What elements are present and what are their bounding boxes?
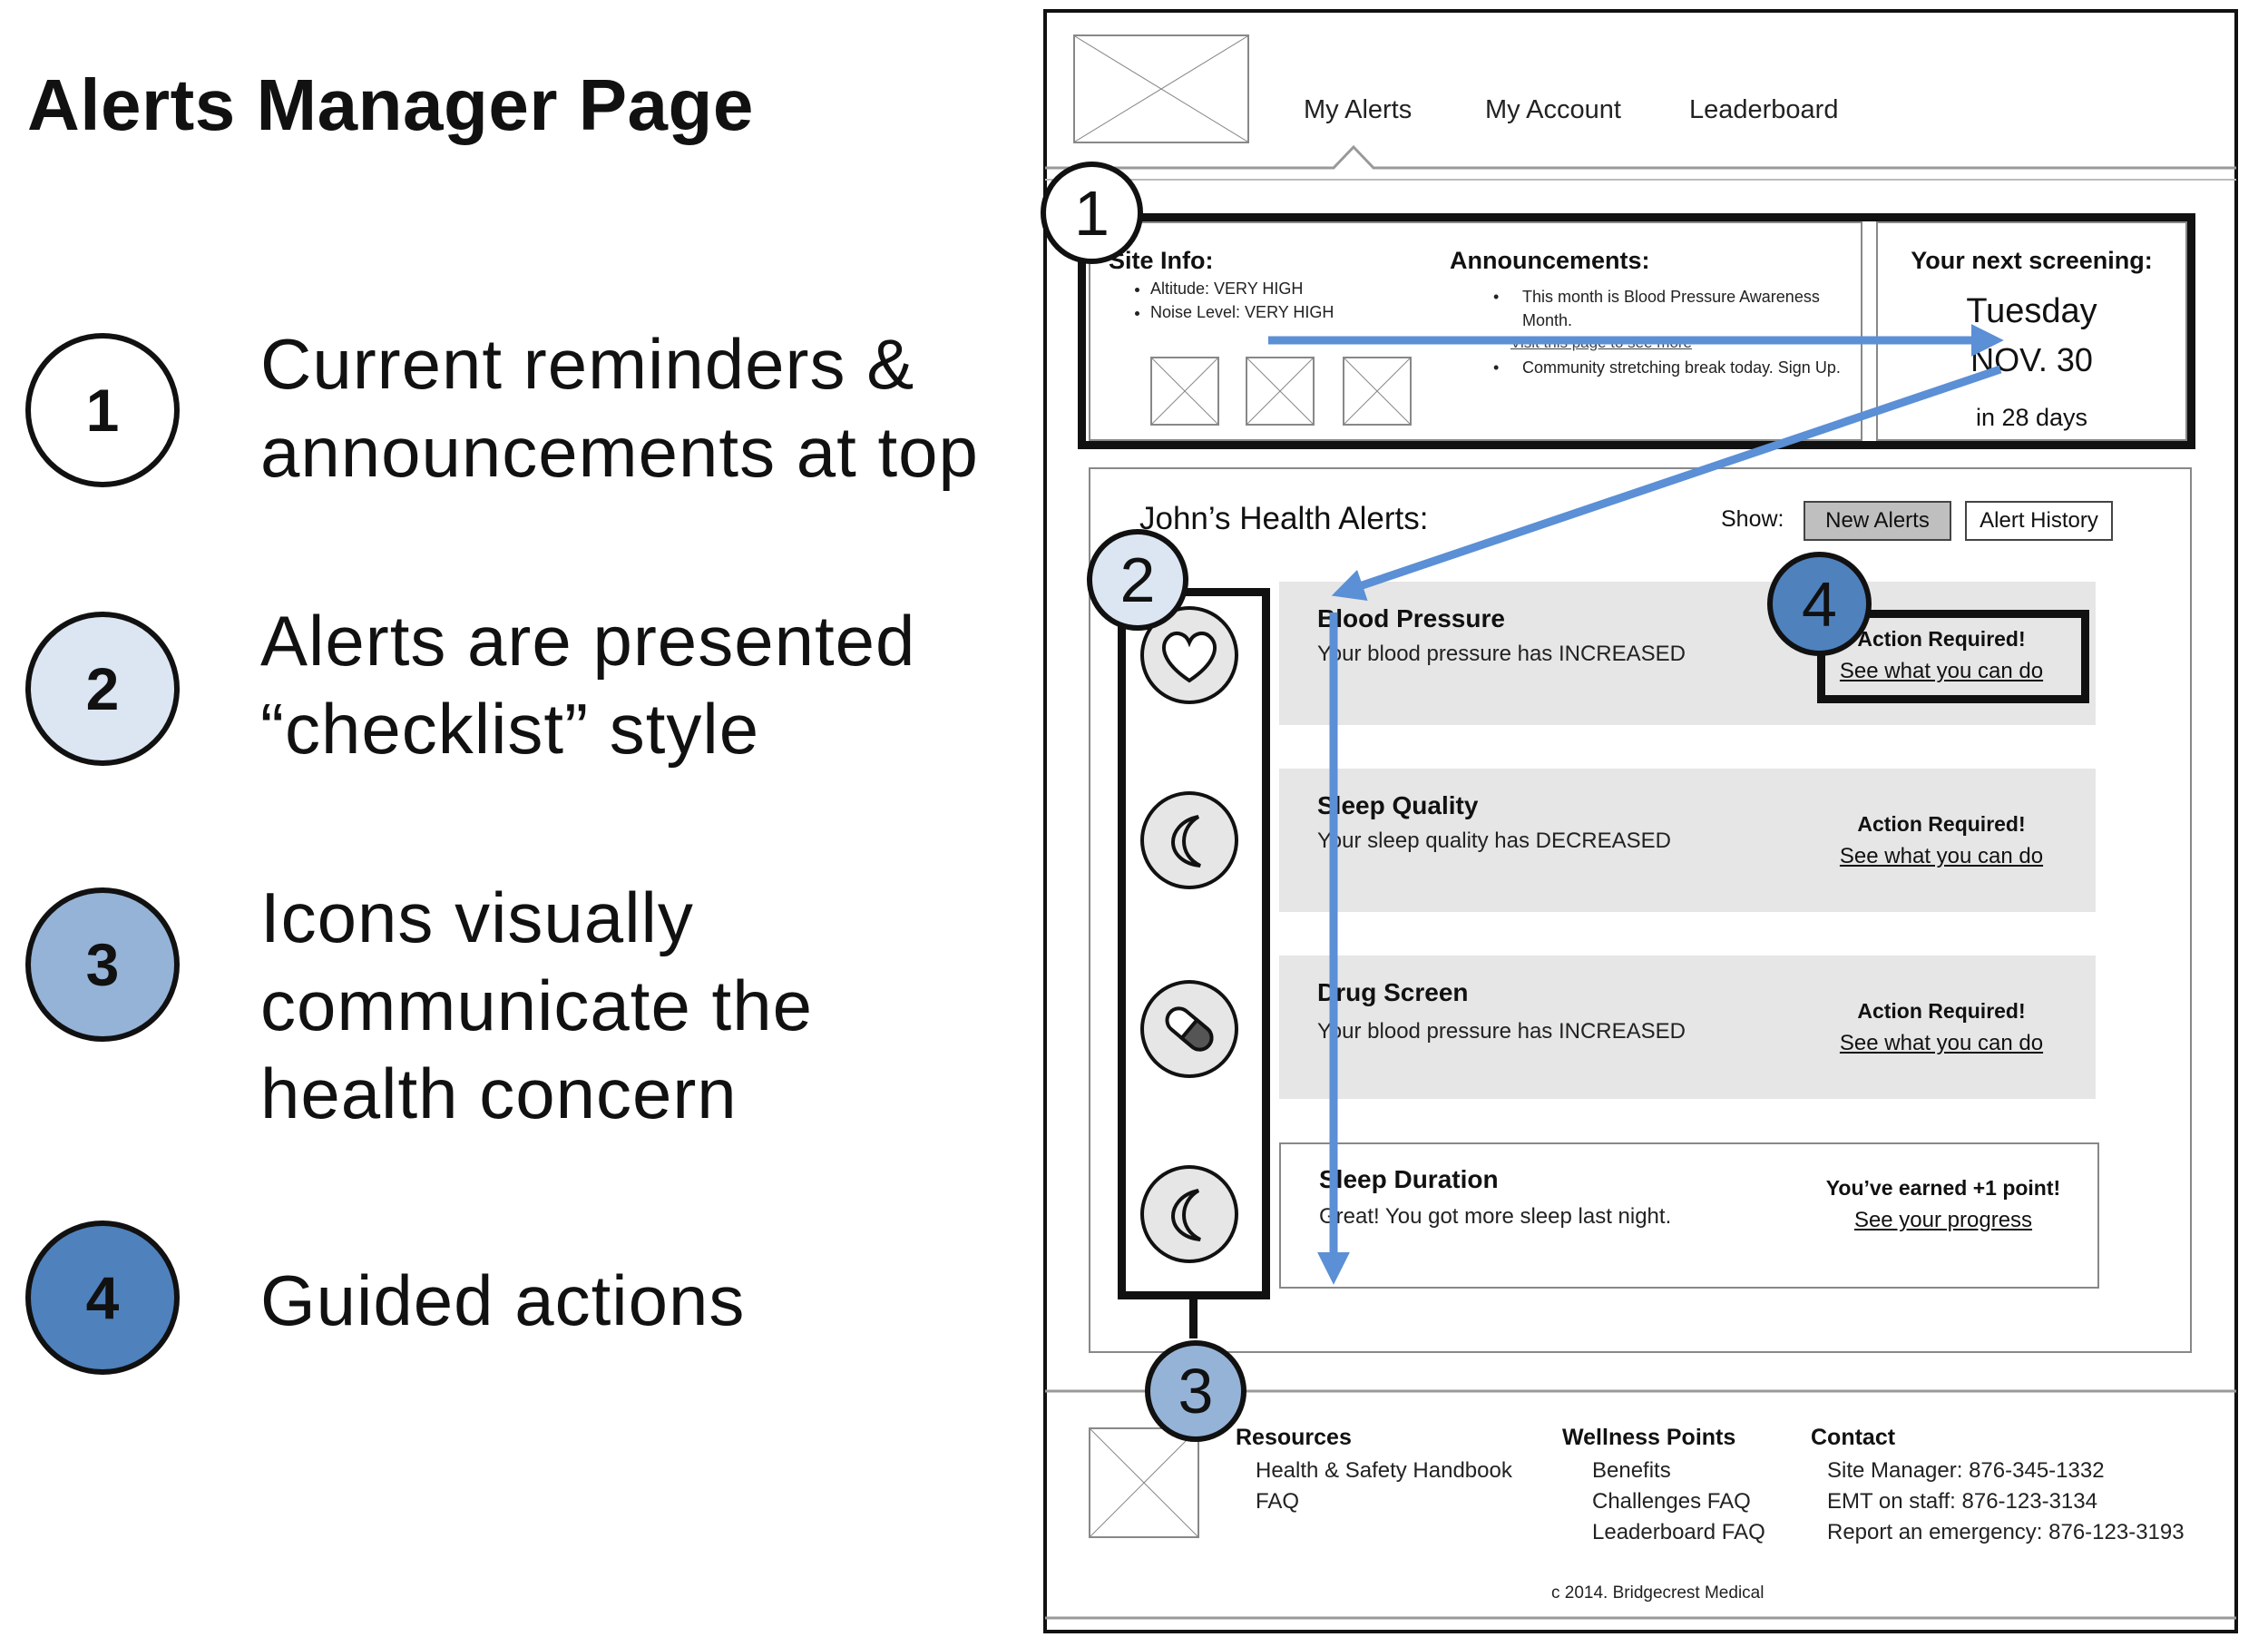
icon-column-connector <box>1189 1298 1198 1338</box>
action-required-label: Action Required! <box>1857 999 2026 1023</box>
legend-text-1: Current reminders &announcements at top <box>260 324 979 492</box>
announcement-link[interactable]: Visit this page to see more <box>1510 334 1693 351</box>
annotation-badge-4: 4 <box>1767 552 1872 656</box>
pill-icon <box>1140 980 1238 1078</box>
screening-inner-box <box>1876 221 2187 441</box>
screening-heading: Your next screening: <box>1911 247 2153 274</box>
announcement-bullet: • <box>1493 358 1500 377</box>
alert-card[interactable]: Drug Screen Your blood pressure has INCR… <box>1279 956 2096 1099</box>
image-placeholder <box>1343 357 1412 426</box>
nav-my-account[interactable]: My Account <box>1485 95 1621 124</box>
alert-title: Sleep Quality <box>1317 791 1479 819</box>
see-your-progress-link[interactable]: See your progress <box>1853 1208 2033 1232</box>
footer-contact-item: EMT on staff: 876-123-3134 <box>1827 1489 2097 1514</box>
alert-description: Great! You got more sleep last night. <box>1319 1204 1672 1229</box>
footer-link[interactable]: Challenges FAQ <box>1592 1489 1751 1514</box>
site-info-item: Altitude: VERY HIGH <box>1150 277 1334 300</box>
action-required-label: Action Required! <box>1857 627 2026 651</box>
points-earned-label: You’ve earned +1 point! <box>1825 1176 2061 1200</box>
alert-card[interactable]: Blood Pressure Your blood pressure has I… <box>1279 582 2096 725</box>
see-what-you-can-do-link[interactable]: See what you can do <box>1839 659 2044 683</box>
see-what-you-can-do-link[interactable]: See what you can do <box>1839 844 2044 868</box>
image-placeholder <box>1150 357 1219 426</box>
icon-column <box>1118 588 1270 1299</box>
footer-logo-placeholder <box>1089 1427 1199 1538</box>
alerts-title: John’s Health Alerts: <box>1139 501 1429 536</box>
legend-text-2: Alerts are presented“checklist” style <box>260 601 916 769</box>
screening-countdown: in 28 days <box>1975 404 2088 431</box>
moon-icon <box>1140 791 1238 889</box>
footer-link[interactable]: FAQ <box>1256 1489 1300 1514</box>
show-label: Show: <box>1721 506 1784 532</box>
announcement-bullet: • <box>1493 288 1500 306</box>
screening-day: Tuesday <box>1966 292 2097 330</box>
action-required-label: Action Required! <box>1857 812 2026 836</box>
alert-title: Drug Screen <box>1317 978 1469 1006</box>
footer-wellness-heading: Wellness Points <box>1562 1425 1736 1450</box>
annotation-badge-3: 3 <box>1145 1340 1246 1442</box>
alert-title: Sleep Duration <box>1319 1165 1499 1193</box>
alert-title: Blood Pressure <box>1317 604 1505 632</box>
alert-description: Your sleep quality has DECREASED <box>1317 828 1671 853</box>
site-info-list: Altitude: VERY HIGH Noise Level: VERY HI… <box>1109 277 1334 324</box>
alert-card[interactable]: Sleep Duration Great! You got more sleep… <box>1279 1142 2099 1289</box>
legend-badge-3: 3 <box>25 887 180 1042</box>
alert-description: Your blood pressure has INCREASED <box>1317 1019 1686 1044</box>
alert-history-button[interactable]: Alert History <box>1965 501 2113 541</box>
see-what-you-can-do-link[interactable]: See what you can do <box>1839 1031 2044 1055</box>
nav-my-alerts[interactable]: My Alerts <box>1304 95 1413 124</box>
footer-contact-item: Site Manager: 876-345-1332 <box>1827 1458 2105 1483</box>
image-placeholder <box>1246 357 1315 426</box>
nav-divider <box>1045 144 2236 181</box>
annotation-badge-2: 2 <box>1087 529 1188 631</box>
new-alerts-button[interactable]: New Alerts <box>1804 501 1951 541</box>
announcements-heading: Announcements: <box>1450 247 1650 274</box>
logo-placeholder <box>1073 34 1249 143</box>
moon-icon <box>1140 1165 1238 1263</box>
footer-contact-item: Report an emergency: 876-123-3193 <box>1827 1520 2185 1544</box>
legend-badge-2: 2 <box>25 612 180 766</box>
alert-description: Your blood pressure has INCREASED <box>1317 642 1686 666</box>
guided-action-highlight <box>1817 610 2089 703</box>
page-title: Alerts Manager Page <box>27 64 754 145</box>
footer-resources-heading: Resources <box>1236 1425 1352 1450</box>
footer-link[interactable]: Benefits <box>1592 1458 1671 1483</box>
annotation-badge-1: 1 <box>1041 162 1143 264</box>
nav-leaderboard[interactable]: Leaderboard <box>1689 95 1839 124</box>
footer-link[interactable]: Health & Safety Handbook <box>1256 1458 1512 1483</box>
announcement-item: This month is Blood Pressure Awareness M… <box>1522 288 1820 329</box>
site-info-heading: Site Info: <box>1109 247 1214 274</box>
legend-badge-1: 1 <box>25 333 180 487</box>
footer-link[interactable]: Leaderboard FAQ <box>1592 1520 1765 1544</box>
legend-badge-4: 4 <box>25 1221 180 1375</box>
announcement-item: Community stretching break today. Sign U… <box>1522 358 1841 377</box>
site-info-item: Noise Level: VERY HIGH <box>1150 300 1334 324</box>
copyright: c 2014. Bridgecrest Medical <box>1551 1583 1765 1603</box>
footer-contact-heading: Contact <box>1811 1425 1896 1450</box>
legend-text-4: Guided actions <box>260 1260 746 1340</box>
alert-card[interactable]: Sleep Quality Your sleep quality has DEC… <box>1279 769 2096 912</box>
screening-date: NOV. 30 <box>1970 341 2093 378</box>
